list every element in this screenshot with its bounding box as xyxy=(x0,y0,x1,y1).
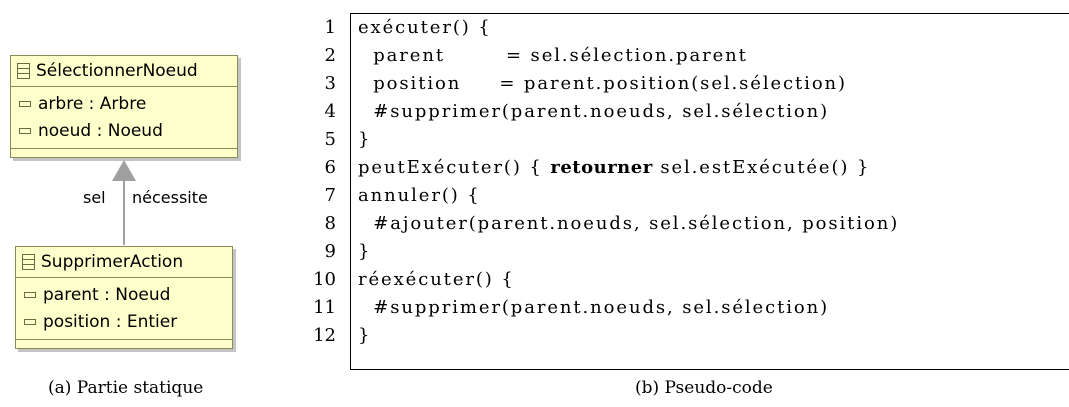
line-number: 11 xyxy=(313,297,336,318)
line-number: 2 xyxy=(324,45,336,66)
code-line: } xyxy=(358,325,372,346)
class-name: SélectionnerNoeud xyxy=(36,61,198,81)
attribute-icon xyxy=(24,291,36,298)
code-line: réexécuter() { xyxy=(358,269,515,290)
class-icon xyxy=(22,254,35,270)
class-selectionner-noeud: SélectionnerNoeud arbre : Arbre noeud : … xyxy=(10,55,238,158)
line-number: 3 xyxy=(324,73,336,94)
arrowhead-icon xyxy=(112,160,136,181)
code-line: position = parent.position(sel.sélection… xyxy=(358,73,847,94)
code-line: peutExécuter() { retourner sel.estExécut… xyxy=(358,157,870,178)
code-line: annuler() { xyxy=(358,185,481,206)
line-number: 9 xyxy=(324,241,336,262)
role-label: sel xyxy=(83,188,106,207)
line-number: 7 xyxy=(324,185,336,206)
code-line: #ajouter(parent.noeuds, sel.sélection, p… xyxy=(358,213,900,234)
class-name: SupprimerAction xyxy=(41,252,184,272)
attribute-icon xyxy=(24,318,36,325)
code-line: exécuter() { xyxy=(358,17,492,38)
class-icon xyxy=(17,63,30,79)
class-header: SupprimerAction xyxy=(16,247,232,278)
association-arrow xyxy=(112,160,136,245)
caption-b: (b) Pseudo-code xyxy=(635,378,773,398)
code-listing-frame xyxy=(350,13,1069,370)
attribute: parent : Noeud xyxy=(16,281,232,308)
code-line: } xyxy=(358,241,372,262)
line-number: 10 xyxy=(313,269,336,290)
attribute-list: arbre : Arbre noeud : Noeud xyxy=(11,87,237,149)
line-number: 4 xyxy=(324,101,336,122)
attribute: noeud : Noeud xyxy=(11,117,237,144)
stereotype-label: nécessite xyxy=(132,188,208,207)
code-line: parent = sel.sélection.parent xyxy=(358,45,748,66)
line-number: 8 xyxy=(324,213,336,234)
attribute: position : Entier xyxy=(16,308,232,335)
code-text: peutExécuter() { xyxy=(358,157,551,178)
line-number: 5 xyxy=(324,129,336,150)
attribute: arbre : Arbre xyxy=(11,90,237,117)
attribute-label: position : Entier xyxy=(43,311,178,332)
code-line: } xyxy=(358,129,372,150)
code-keyword: retourner xyxy=(550,157,653,178)
operation-list xyxy=(16,340,232,352)
line-number: 12 xyxy=(313,325,336,346)
class-supprimer-action: SupprimerAction parent : Noeud position … xyxy=(15,246,233,349)
attribute-icon xyxy=(19,127,31,134)
class-header: SélectionnerNoeud xyxy=(11,56,237,87)
code-line: #supprimer(parent.noeuds, sel.sélection) xyxy=(358,101,830,122)
code-text: sel.estExécutée() } xyxy=(652,157,871,178)
code-line: #supprimer(parent.noeuds, sel.sélection) xyxy=(358,297,830,318)
line-number: 6 xyxy=(324,157,336,178)
attribute-icon xyxy=(19,100,31,107)
line-number: 1 xyxy=(324,17,336,38)
attribute-label: arbre : Arbre xyxy=(38,93,147,114)
caption-a: (a) Partie statique xyxy=(48,378,204,398)
attribute-label: noeud : Noeud xyxy=(38,120,163,141)
attribute-list: parent : Noeud position : Entier xyxy=(16,278,232,340)
attribute-label: parent : Noeud xyxy=(43,284,171,305)
